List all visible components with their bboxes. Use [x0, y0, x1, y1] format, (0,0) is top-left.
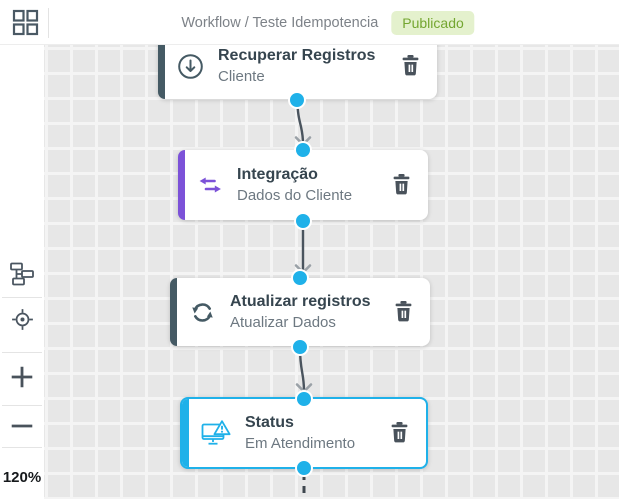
node-title: Integração	[237, 166, 318, 184]
zoom-in-button[interactable]	[8, 364, 36, 392]
node-title: Recuperar Registros	[218, 47, 376, 65]
connection-handle-top[interactable]	[290, 268, 309, 287]
workflow-overview-button[interactable]	[8, 261, 36, 289]
trash-icon	[389, 420, 410, 447]
toolbar-divider	[2, 447, 42, 448]
workflow-node-integracao[interactable]: Integração Dados do Cliente	[178, 140, 428, 230]
transfer-arrows-icon	[197, 173, 223, 197]
connection-handle-top[interactable]	[294, 389, 313, 408]
workflow-node-recuperar-registros[interactable]: Recuperar Registros Cliente	[158, 45, 437, 109]
locate-center-icon	[10, 307, 35, 335]
connection-handle-bottom[interactable]	[293, 211, 312, 230]
workflow-canvas[interactable]: Recuperar Registros Cliente	[0, 45, 619, 499]
node-accent-bar	[158, 45, 165, 99]
connection-handle-bottom[interactable]	[290, 337, 309, 356]
node-subtitle: Cliente	[218, 67, 265, 85]
workflow-overview-icon	[9, 261, 35, 290]
workflow-node-status[interactable]: Status Em Atendimento	[180, 389, 428, 477]
delete-node-button[interactable]	[391, 172, 412, 199]
node-accent-bar	[170, 278, 177, 346]
zoom-level-label: 120%	[2, 469, 42, 486]
node-accent-bar	[178, 150, 185, 220]
delete-node-button[interactable]	[393, 299, 414, 326]
zoom-in-icon	[9, 364, 35, 393]
node-subtitle: Em Atendimento	[245, 434, 356, 452]
node-accent-bar	[182, 399, 189, 467]
node-subtitle: Atualizar Dados	[230, 313, 336, 331]
top-header: Workflow / Teste Idempotencia Publicado	[0, 0, 619, 45]
zoom-out-icon	[9, 413, 35, 442]
sync-icon	[189, 299, 216, 326]
node-title: Atualizar registros	[230, 293, 371, 311]
trash-icon	[391, 172, 412, 199]
monitor-alert-icon	[201, 419, 231, 447]
trash-icon	[393, 299, 414, 326]
workflow-node-atualizar-registros[interactable]: Atualizar registros Atualizar Dados	[170, 268, 430, 356]
download-circle-icon	[177, 53, 204, 80]
zoom-out-button[interactable]	[8, 413, 36, 441]
connection-handle-bottom[interactable]	[294, 458, 313, 477]
center-view-button[interactable]	[8, 307, 36, 335]
toolbar-divider	[2, 352, 42, 353]
node-subtitle: Dados do Cliente	[237, 186, 353, 204]
breadcrumb-title: Workflow / Teste Idempotencia	[181, 14, 379, 31]
toolbar-divider	[2, 297, 42, 298]
header-divider	[48, 8, 49, 38]
apps-menu-button[interactable]	[11, 9, 39, 37]
connection-handle-top[interactable]	[293, 140, 312, 159]
connection-handle-bottom[interactable]	[288, 90, 306, 109]
canvas-toolbar: 120%	[0, 45, 44, 499]
delete-node-button[interactable]	[400, 53, 421, 80]
trash-icon	[400, 53, 421, 80]
toolbar-divider	[2, 405, 42, 406]
apps-grid-icon	[12, 9, 39, 39]
status-badge: Publicado	[391, 10, 475, 35]
delete-node-button[interactable]	[389, 420, 410, 447]
node-title: Status	[245, 414, 294, 432]
